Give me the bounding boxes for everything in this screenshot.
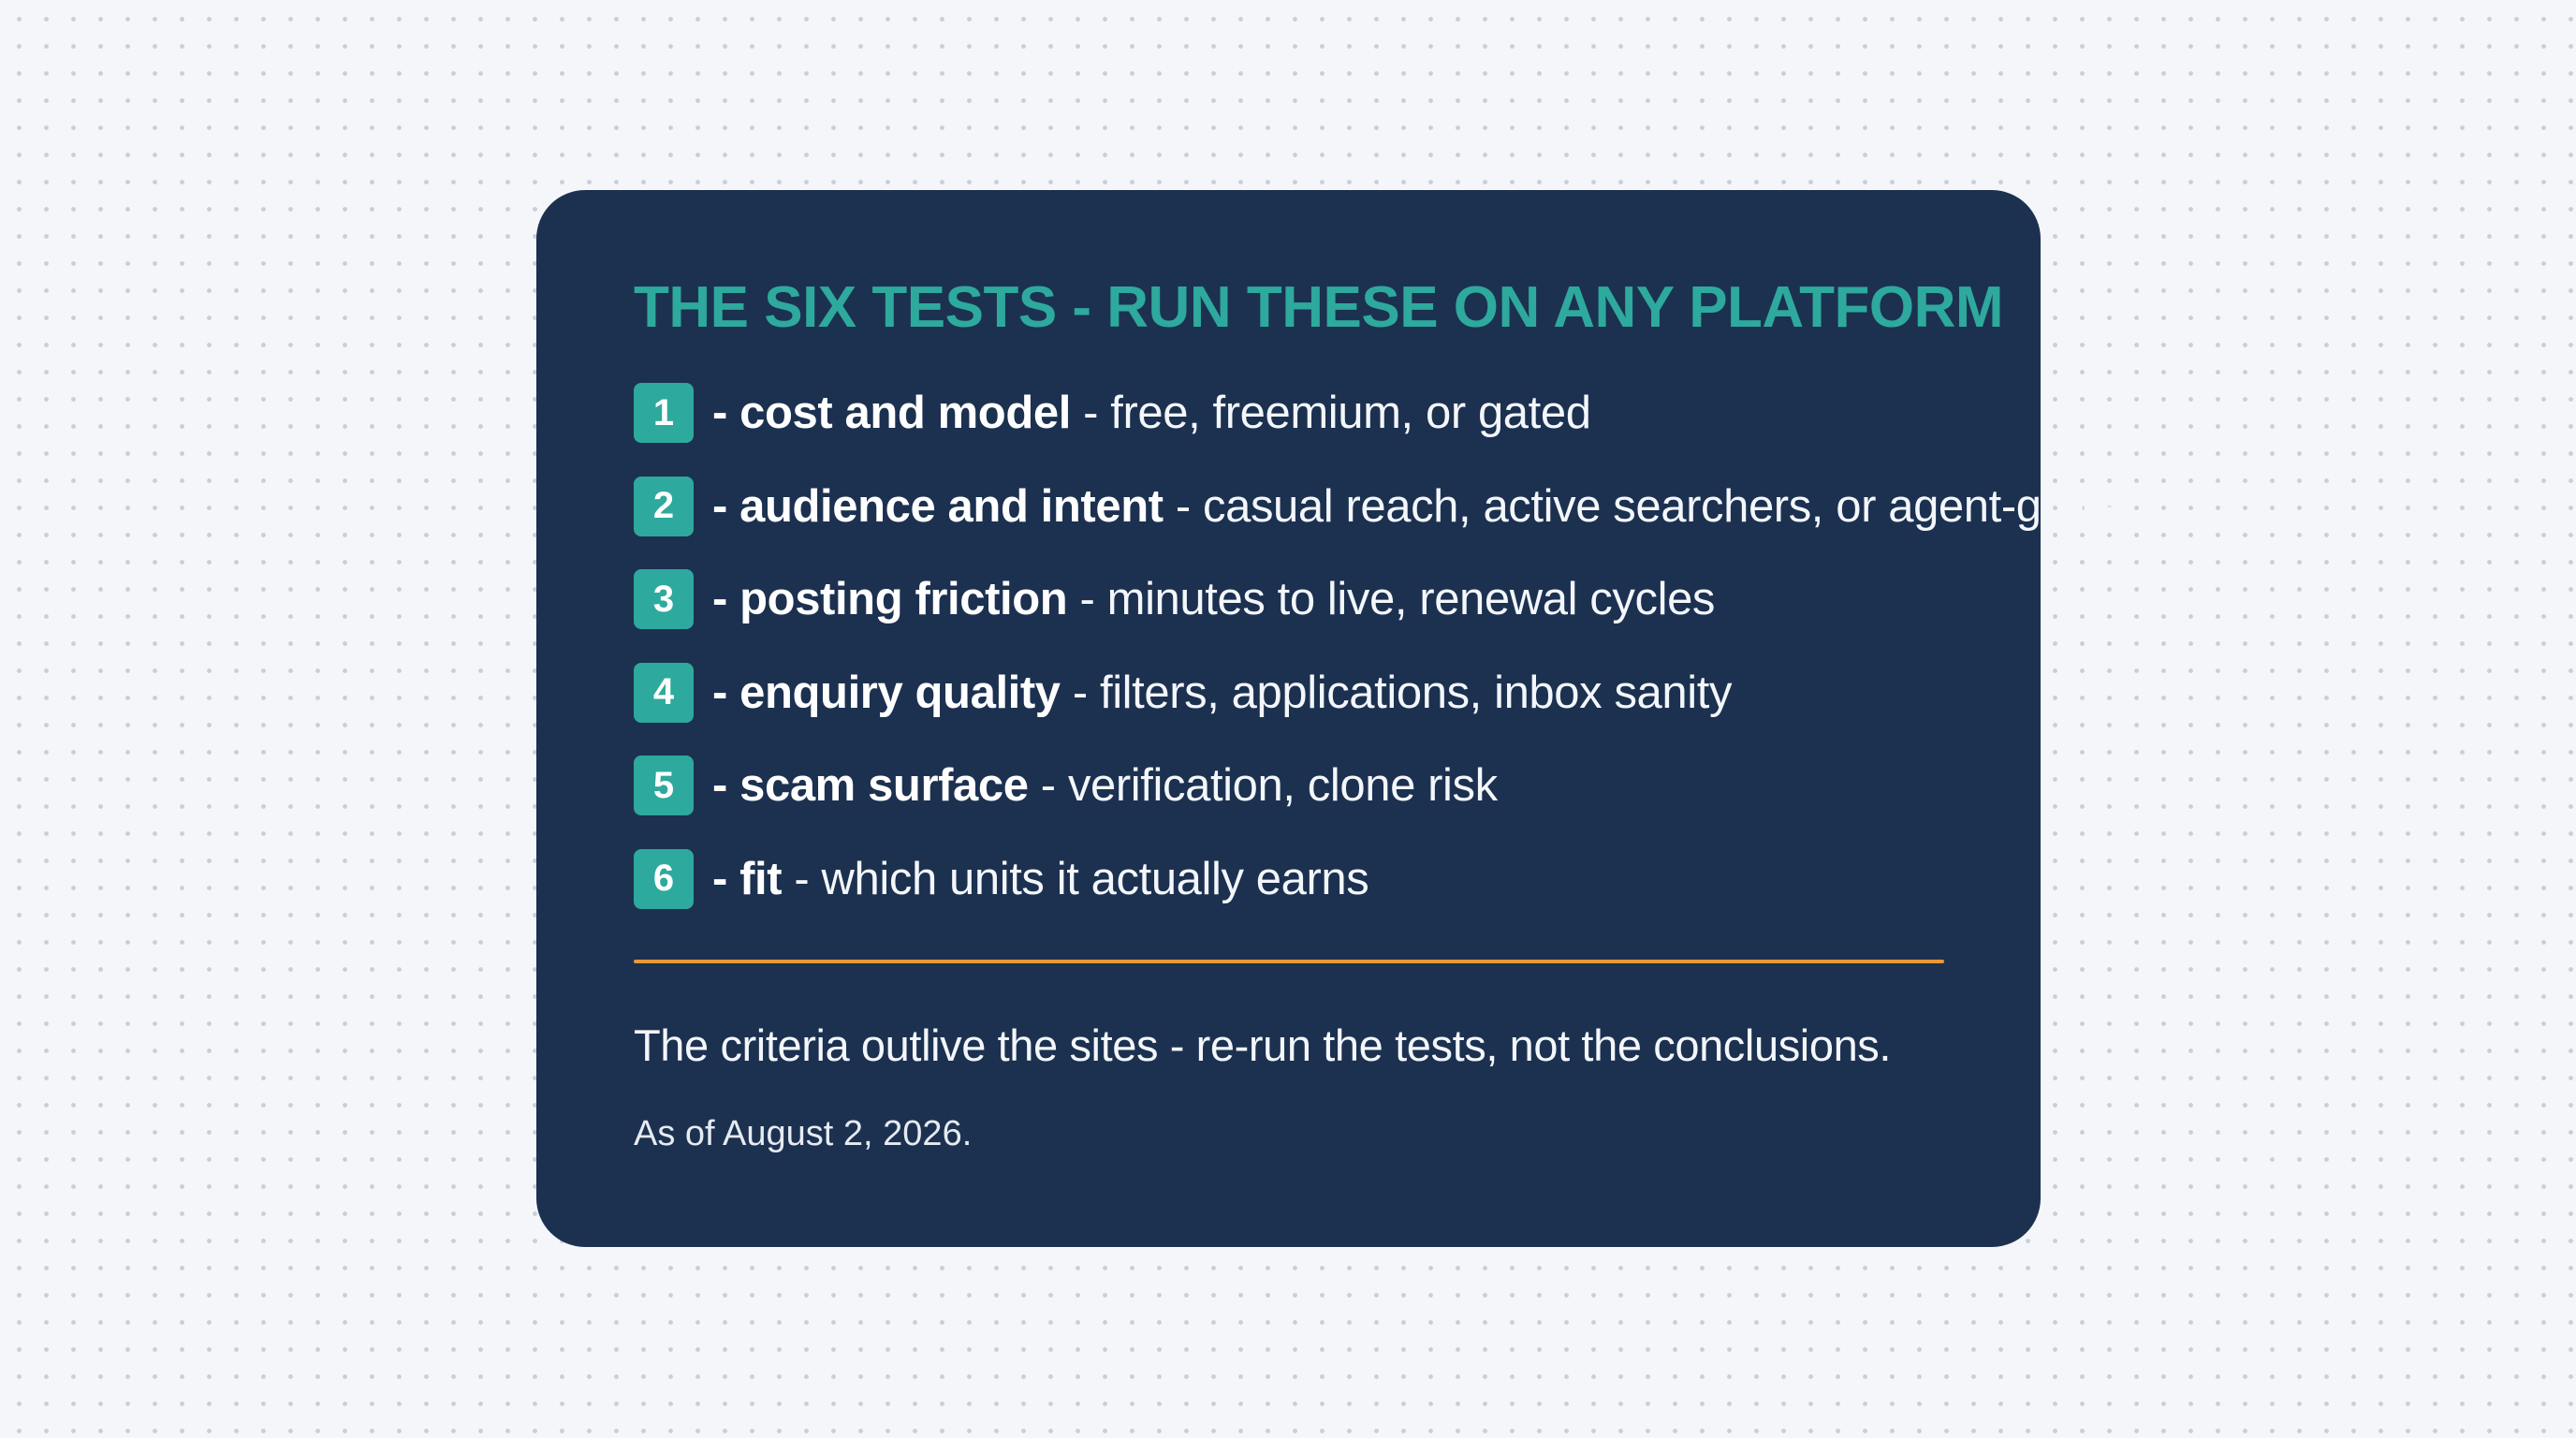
number-badge: 5	[634, 756, 694, 815]
test-term: - enquiry quality	[712, 667, 1061, 718]
test-text: - audience and intent - casual reach, ac…	[712, 480, 2152, 533]
test-description: - free, freemium, or gated	[1070, 388, 1591, 438]
test-description: - which units it actually earns	[782, 853, 1369, 904]
test-item-6: 6 - fit - which units it actually earns	[634, 848, 1943, 909]
date-note: As of August 2, 2026.	[634, 1113, 973, 1153]
number-badge: 1	[634, 383, 694, 443]
card-title: THE SIX TESTS - RUN THESE ON ANY PLATFOR…	[634, 275, 2004, 340]
test-term: - scam surface	[712, 760, 1029, 811]
test-item-1: 1 - cost and model - free, freemium, or …	[634, 383, 1943, 443]
tests-card: THE SIX TESTS - RUN THESE ON ANY PLATFOR…	[536, 190, 2152, 1247]
test-term: - audience and intent	[712, 480, 1164, 532]
number-badge: 3	[634, 569, 694, 629]
test-text: - scam surface - verification, clone ris…	[712, 759, 1498, 812]
test-description: - minutes to live, renewal cycles	[1067, 574, 1716, 624]
number-badge: 4	[634, 662, 694, 723]
number-badge: 6	[634, 848, 694, 909]
divider	[634, 959, 1944, 963]
test-description: - filters, applications, inbox sanity	[1060, 667, 1733, 718]
test-description: - casual reach, active searchers, or age…	[1163, 480, 2152, 532]
number-badge: 2	[634, 476, 694, 536]
test-text: - enquiry quality - filters, application…	[712, 667, 1732, 719]
test-item-3: 3 - posting friction - minutes to live, …	[634, 569, 1943, 629]
tests-list: 1 - cost and model - free, freemium, or …	[634, 383, 2152, 909]
test-item-4: 4 - enquiry quality - filters, applicati…	[634, 662, 1943, 723]
test-term: - fit	[712, 853, 783, 904]
test-text: - cost and model - free, freemium, or ga…	[712, 387, 1591, 439]
test-text: - posting friction - minutes to live, re…	[712, 573, 1715, 625]
test-term: - cost and model	[712, 388, 1071, 438]
test-term: - posting friction	[712, 574, 1068, 624]
test-text: - fit - which units it actually earns	[712, 853, 1369, 905]
test-item-2: 2 - audience and intent - casual reach, …	[634, 476, 2152, 536]
test-item-5: 5 - scam surface - verification, clone r…	[634, 756, 1943, 815]
conclusion-text: The criteria outlive the sites - re-run …	[634, 1020, 1892, 1070]
test-description: - verification, clone risk	[1028, 760, 1498, 811]
